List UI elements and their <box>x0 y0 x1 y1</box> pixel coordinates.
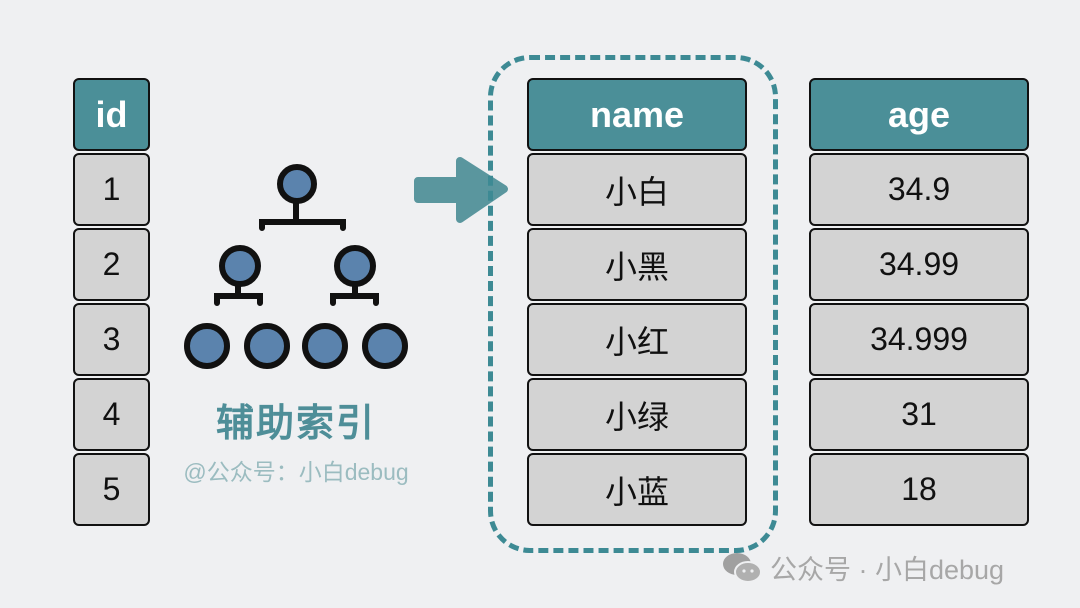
arrow-right-icon <box>414 157 508 223</box>
tree-index-icon <box>184 164 408 369</box>
id-cell: 1 <box>73 153 150 226</box>
id-column: id 1 2 3 4 5 <box>73 78 150 526</box>
name-cell: 小白 <box>527 153 747 226</box>
name-header: name <box>527 78 747 151</box>
age-cell: 31 <box>809 378 1029 451</box>
watermark: 公众号 · 小白debug <box>722 548 1004 587</box>
age-header: age <box>809 78 1029 151</box>
id-cell: 3 <box>73 303 150 376</box>
age-cell: 34.99 <box>809 228 1029 301</box>
age-cell: 34.9 <box>809 153 1029 226</box>
watermark-text: 公众号 · 小白debug <box>770 555 1005 585</box>
name-cell: 小蓝 <box>527 453 747 526</box>
credit-text: @公众号：小白debug <box>183 459 409 485</box>
age-cell: 18 <box>809 453 1029 526</box>
wechat-icon <box>723 552 762 583</box>
age-column: age 34.9 34.99 34.999 31 18 <box>809 78 1029 526</box>
name-cell: 小黑 <box>527 228 747 301</box>
name-cell: 小绿 <box>527 378 747 451</box>
name-cell: 小红 <box>527 303 747 376</box>
secondary-index-label: 辅助索引 <box>215 403 376 445</box>
id-header: id <box>73 78 150 151</box>
id-cell: 4 <box>73 378 150 451</box>
highlight-dashed-box <box>488 55 778 553</box>
name-column: name 小白 小黑 小红 小绿 小蓝 <box>527 78 747 526</box>
id-cell: 5 <box>73 453 150 526</box>
age-cell: 34.999 <box>809 303 1029 376</box>
id-cell: 2 <box>73 228 150 301</box>
